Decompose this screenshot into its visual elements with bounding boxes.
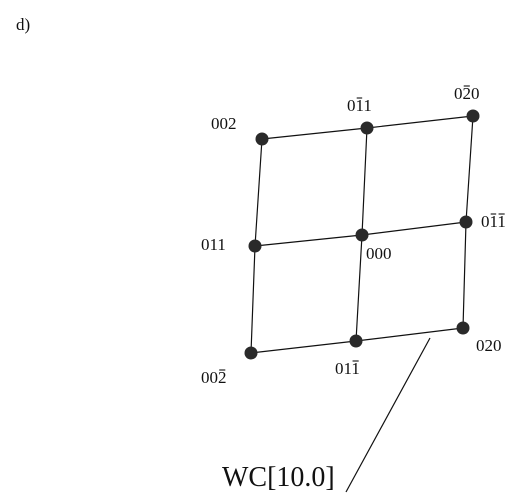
label-020: 020 — [476, 336, 502, 355]
spot-labels: 002 011 020 011 000 011 002 011 020 — [201, 84, 506, 387]
spot-0-2bar-0 — [466, 109, 480, 123]
spot-0-1-1bar — [349, 334, 363, 348]
label-0-0-2bar: 002 — [201, 368, 227, 387]
label-002: 002 — [211, 114, 237, 133]
label-000: 000 — [366, 244, 392, 263]
label-0-1bar-1bar: 011 — [481, 212, 506, 231]
label-0-2bar-0: 020 — [454, 84, 480, 103]
label-011: 011 — [201, 235, 226, 254]
label-0-1-1bar: 011 — [335, 359, 360, 378]
spot-000 — [355, 228, 369, 242]
spot-0-1bar-1 — [360, 121, 374, 135]
spot-020 — [456, 321, 470, 335]
label-0-1bar-1: 011 — [347, 96, 372, 115]
spot-011 — [248, 239, 262, 253]
zone-axis-pointer — [345, 337, 431, 493]
diffraction-spots — [244, 109, 480, 360]
spot-002 — [255, 132, 269, 146]
spot-0-0-2bar — [244, 346, 258, 360]
spot-0-1bar-1bar — [459, 215, 473, 229]
index-overbars — [219, 85, 505, 371]
zone-axis-label: WC[10.0] — [222, 462, 335, 493]
panel-label: d) — [16, 15, 30, 34]
